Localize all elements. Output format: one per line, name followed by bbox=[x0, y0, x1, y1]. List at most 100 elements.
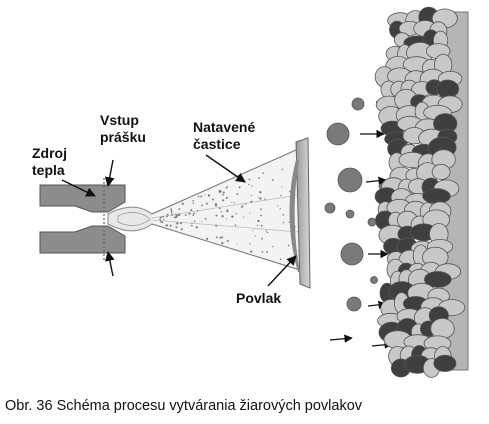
flame-core bbox=[107, 206, 157, 232]
spray-particle bbox=[170, 225, 172, 227]
spray-particle bbox=[266, 231, 269, 234]
spray-particle bbox=[161, 221, 164, 223]
spray-particle bbox=[175, 226, 178, 229]
spray-particle bbox=[279, 258, 282, 261]
spray-particle bbox=[272, 246, 274, 248]
coating-splat bbox=[422, 188, 451, 205]
spray-particle bbox=[165, 224, 168, 227]
spray-particle bbox=[252, 230, 254, 232]
spray-particle bbox=[240, 205, 244, 208]
spray-particle bbox=[266, 251, 268, 253]
spray-particle bbox=[281, 186, 283, 188]
spray-particle bbox=[272, 178, 274, 180]
coating-splat bbox=[431, 163, 451, 180]
spray-particle bbox=[191, 222, 193, 224]
spray-particle bbox=[261, 237, 263, 240]
spray-particle bbox=[250, 194, 253, 197]
spray-particle bbox=[264, 198, 266, 200]
label-powder-inlet: Vstup prášku bbox=[100, 112, 146, 146]
spray-particle bbox=[160, 216, 162, 219]
arrow-icon bbox=[104, 159, 115, 187]
spray-particle bbox=[233, 202, 236, 204]
spray-particle bbox=[174, 213, 176, 215]
spray-particle bbox=[236, 243, 239, 245]
spray-particle bbox=[258, 196, 260, 198]
spray-particle bbox=[281, 168, 284, 171]
label-heat-source: Zdroj tepla bbox=[32, 145, 67, 179]
spray-particle bbox=[204, 194, 206, 196]
spray-particle bbox=[222, 193, 224, 196]
figure-caption: Obr. 36 Schéma procesu vytvárania žiarov… bbox=[5, 398, 363, 414]
spray-particle bbox=[221, 215, 224, 218]
spray-particle bbox=[178, 208, 181, 210]
label-molten-particles: Natavené častice bbox=[193, 119, 255, 153]
spray-particle bbox=[211, 198, 214, 201]
spray-particle bbox=[254, 235, 256, 237]
coating-splat bbox=[433, 354, 457, 372]
spray-particle bbox=[222, 236, 224, 238]
spray-particle bbox=[180, 222, 182, 225]
spray-particle bbox=[206, 237, 209, 240]
spray-particle bbox=[189, 212, 191, 215]
spray-particle bbox=[204, 218, 207, 220]
spray-particle bbox=[170, 209, 172, 211]
spray-particle bbox=[226, 218, 228, 220]
spray-particle bbox=[200, 195, 203, 198]
label-molten-particles-line1: Natavené bbox=[193, 119, 256, 135]
coating-splat bbox=[436, 79, 460, 99]
spray-particle bbox=[258, 177, 260, 179]
spray-particle bbox=[287, 244, 290, 247]
arrow-icon bbox=[105, 251, 115, 277]
spray-particle bbox=[176, 222, 179, 225]
spray-particle bbox=[218, 189, 222, 193]
label-coating: Povlak bbox=[236, 290, 282, 306]
spray-particle bbox=[261, 250, 264, 253]
spray-particle bbox=[166, 213, 169, 216]
label-heat-source-line1: Zdroj bbox=[32, 145, 67, 161]
label-molten-particles-line2: častice bbox=[193, 136, 241, 152]
spray-particle bbox=[201, 204, 203, 207]
spray-particle bbox=[249, 212, 251, 214]
spray-particle bbox=[175, 214, 178, 217]
spray-particle bbox=[178, 213, 181, 216]
spray-particle bbox=[215, 224, 218, 227]
spray-particle bbox=[171, 212, 173, 214]
arrow-icon bbox=[267, 255, 297, 287]
spray-particle bbox=[282, 221, 285, 224]
spray-particle bbox=[162, 215, 165, 218]
spray-particle bbox=[250, 200, 253, 203]
label-arrows bbox=[61, 154, 297, 287]
spray-particle bbox=[192, 214, 195, 216]
torch-lower-jaw bbox=[39, 225, 126, 254]
spray-particle bbox=[259, 197, 262, 200]
spray-particle bbox=[219, 236, 222, 239]
arrow-icon bbox=[365, 176, 387, 185]
spray-particle bbox=[222, 191, 225, 194]
spray-particle bbox=[260, 208, 262, 210]
spray-particle bbox=[248, 183, 250, 186]
spray-particle bbox=[242, 204, 244, 206]
spray-particle bbox=[207, 194, 211, 197]
arrow-icon bbox=[329, 334, 353, 343]
spray-particle bbox=[218, 207, 221, 210]
spray-particle bbox=[163, 218, 165, 220]
spray-particle bbox=[231, 215, 234, 218]
spray-particle bbox=[235, 212, 237, 215]
spray-particle bbox=[276, 205, 279, 207]
spray-particle bbox=[260, 214, 262, 217]
spray-particle bbox=[193, 220, 196, 223]
spray-particle bbox=[249, 243, 251, 245]
spray-particle bbox=[215, 214, 218, 217]
spray-particle bbox=[193, 212, 195, 215]
spray-particle bbox=[279, 208, 281, 210]
spray-particle bbox=[231, 201, 233, 203]
spray-particle bbox=[238, 186, 241, 189]
spray-cone bbox=[151, 149, 302, 272]
spray-particle bbox=[195, 226, 198, 229]
arrow-icon bbox=[205, 154, 246, 183]
spray-particle bbox=[226, 186, 228, 188]
coating-lamellae bbox=[374, 6, 466, 378]
spray-particle bbox=[221, 241, 224, 245]
spray-particle bbox=[226, 209, 229, 211]
spray-particle bbox=[234, 224, 237, 226]
